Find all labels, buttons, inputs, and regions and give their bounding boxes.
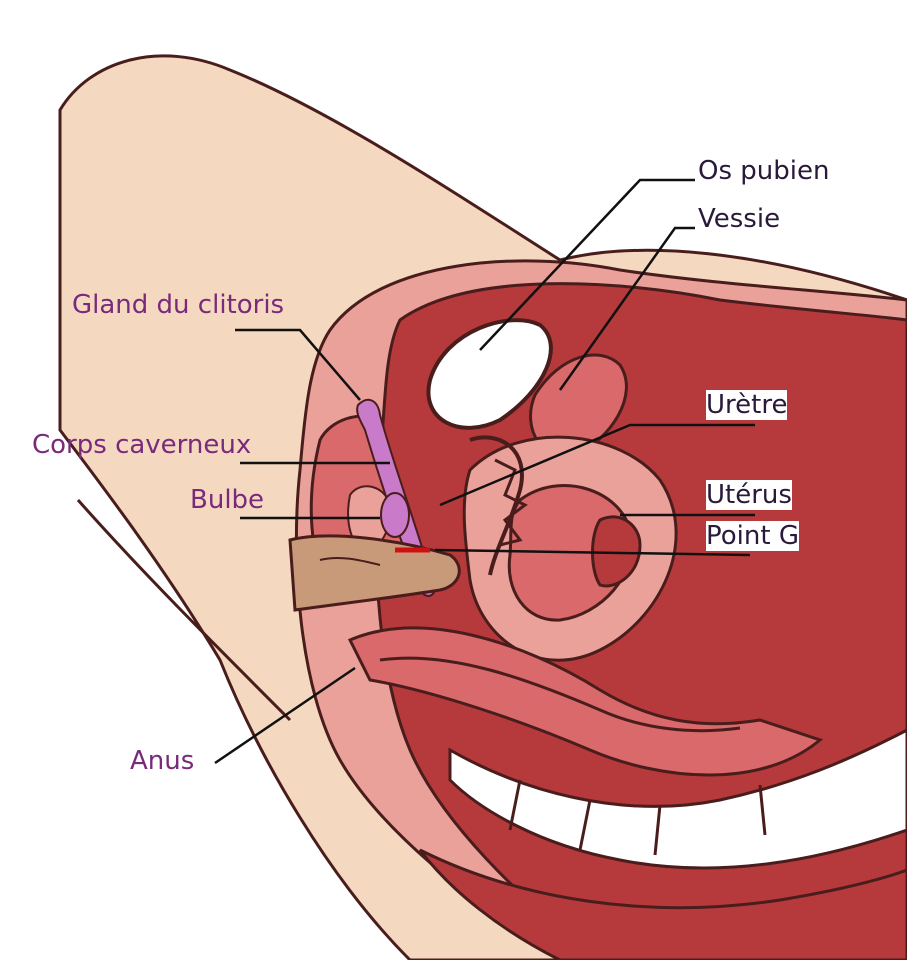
finger — [288, 534, 461, 612]
label-corps-caverneux: Corps caverneux — [32, 430, 252, 460]
sacrum-seg-4 — [758, 784, 767, 836]
sacrum-seg-2 — [578, 799, 592, 851]
leader-gland — [235, 328, 361, 401]
label-vessie: Vessie — [698, 204, 781, 234]
label-uretre: Urètre — [706, 390, 788, 420]
leader-os-pubien — [479, 178, 695, 351]
leader-point-g — [434, 548, 751, 557]
label-gland-du-clitoris: Gland du clitoris — [72, 290, 285, 320]
lower-cavity — [418, 848, 907, 962]
leader-vessie — [558, 226, 695, 391]
leader-uretre — [439, 423, 755, 507]
sacrum-seg-1 — [508, 779, 522, 831]
leader-anus — [214, 666, 356, 765]
finger-knuckle — [319, 556, 381, 566]
label-bulbe: Bulbe — [190, 485, 265, 515]
pubic-bone — [426, 318, 553, 430]
clitoris-bulb — [380, 492, 410, 538]
rectum-inner — [379, 656, 741, 733]
buttock-contour — [76, 499, 292, 722]
sacrum — [448, 728, 907, 870]
sacrum-seg-3 — [653, 804, 662, 856]
label-os-pubien: Os pubien — [698, 156, 830, 186]
cervix-shape — [494, 458, 528, 547]
label-anus: Anus — [130, 746, 195, 776]
label-point-g: Point G — [706, 521, 799, 551]
label-uterus: Utérus — [706, 480, 792, 510]
